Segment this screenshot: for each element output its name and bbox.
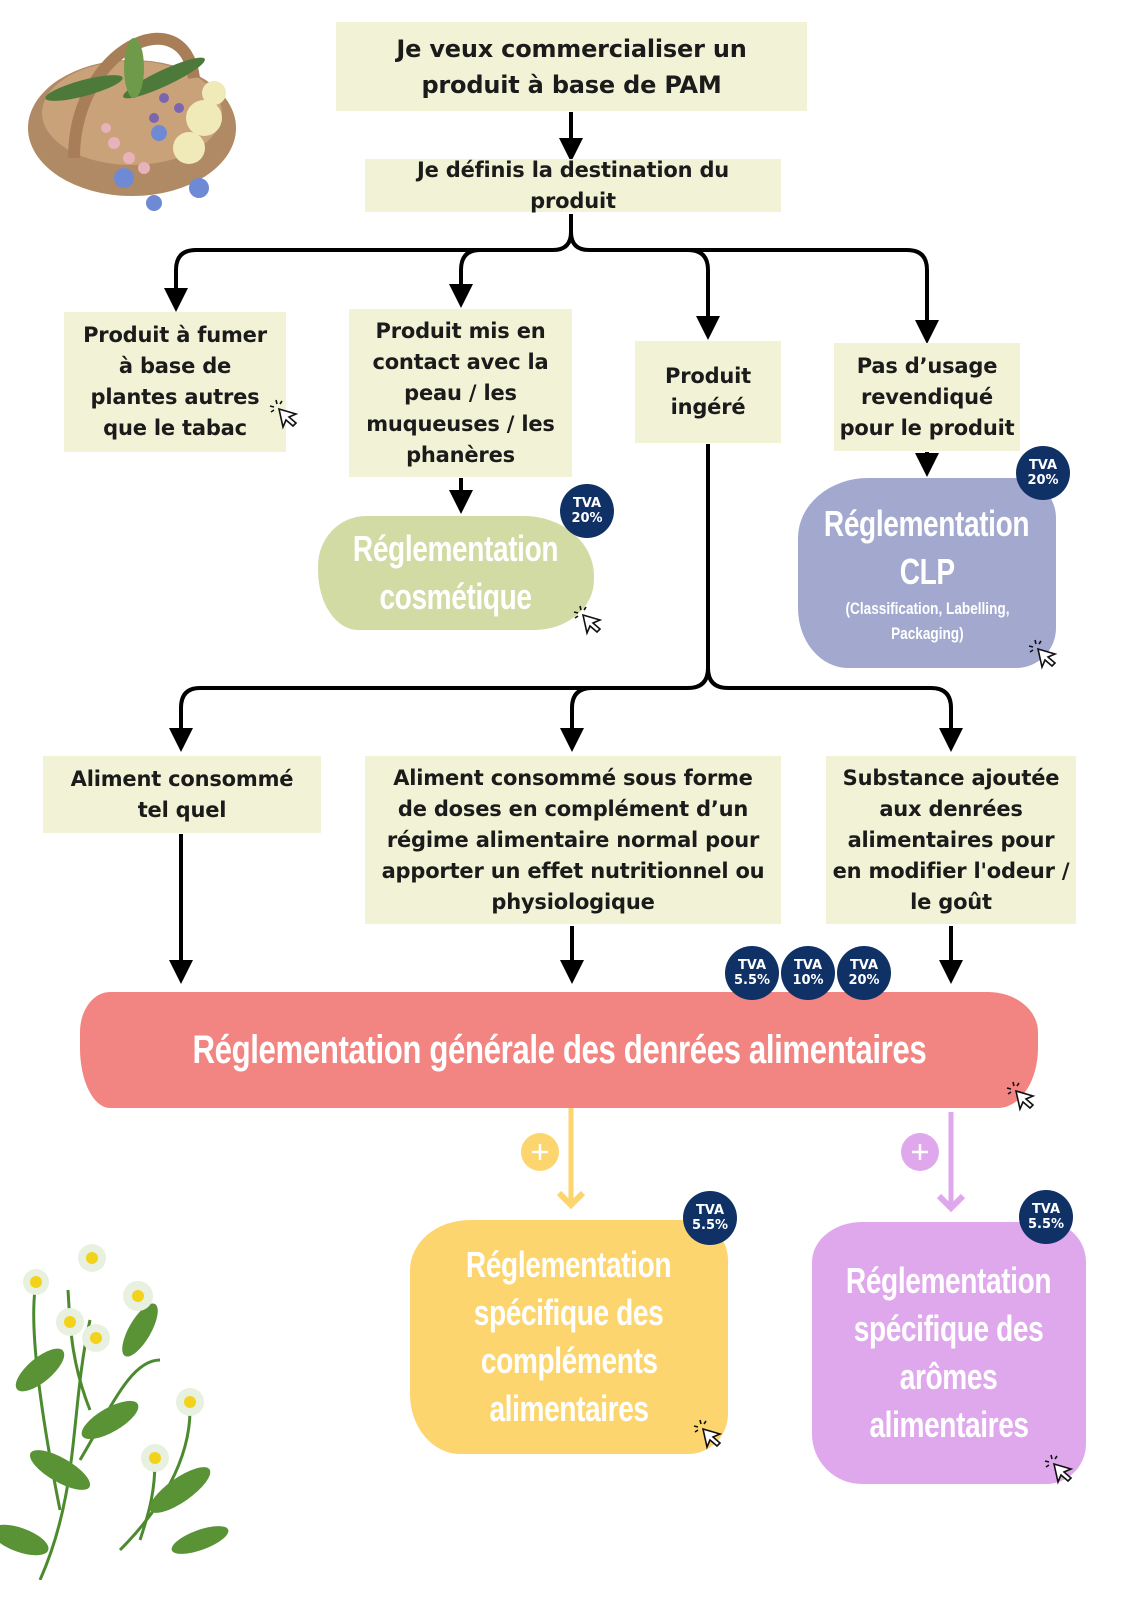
tva-label: TVA — [737, 958, 767, 973]
plus-icon-aromes — [901, 1133, 939, 1171]
regulation-clp-sub1: (Classification, Labelling, — [844, 599, 1009, 618]
branch-to-aucun — [688, 248, 939, 344]
branch-to-ingere — [569, 231, 720, 340]
click-cursor-icon[interactable] — [1043, 1453, 1077, 1487]
tva-badge-generale-20: TVA 20% — [837, 946, 891, 1000]
chamomile-illustration — [0, 1244, 229, 1580]
tva-label: TVA — [793, 958, 823, 973]
click-cursor-icon[interactable] — [1005, 1080, 1039, 1114]
tva-label: TVA — [1031, 1202, 1061, 1217]
destination-aucun: Pas d’usage revendiqué pour le produit — [834, 343, 1020, 451]
tva-rate: 5.5% — [733, 973, 771, 988]
regulation-generale[interactable]: Réglementation générale des denrées alim… — [80, 992, 1038, 1108]
regulation-clp[interactable]: Réglementation CLP (Classification, Labe… — [798, 478, 1056, 668]
regulation-complements[interactable]: Réglementation spécifique des complément… — [410, 1220, 728, 1454]
branch-to-arome — [706, 667, 963, 752]
tva-label: TVA — [1028, 458, 1058, 473]
tva-rate: 5.5% — [691, 1218, 729, 1233]
ingere-trunk — [169, 444, 710, 752]
click-cursor-icon[interactable] — [1027, 638, 1061, 672]
tva-rate: 20% — [1027, 473, 1059, 488]
branch-to-fumer — [164, 248, 553, 312]
regulation-clp-line1: Réglementation — [824, 503, 1030, 544]
regulation-clp-sub2: Packaging) — [890, 624, 964, 643]
start-box: Je veux commercialiser un produit à base… — [336, 22, 807, 111]
regulation-complements-line2: spécifique des — [474, 1292, 664, 1333]
regulation-aromes[interactable]: Réglementation spécifique des arômes ali… — [812, 1222, 1086, 1484]
tva-badge-cosmetique: TVA 20% — [560, 484, 614, 538]
click-cursor-icon[interactable] — [268, 398, 302, 432]
regulation-cosmetique-line2: cosmétique — [379, 576, 533, 617]
tva-label: TVA — [695, 1203, 725, 1218]
destination-ingere: Produit ingéré — [635, 341, 781, 443]
regulation-aromes-line2: spécifique des — [854, 1308, 1044, 1349]
tva-badge-clp: TVA 20% — [1016, 446, 1070, 500]
tva-rate: 20% — [848, 973, 880, 988]
regulation-clp-line2: CLP — [899, 551, 955, 592]
destination-box: Je définis la destination du produit — [365, 158, 781, 213]
regulation-complements-line4: alimentaires — [489, 1388, 649, 1429]
regulation-cosmetique[interactable]: Réglementation cosmétique — [318, 516, 594, 630]
herb-basket-illustration — [28, 32, 236, 211]
tva-badge-generale-5-5: TVA 5.5% — [725, 946, 779, 1000]
branch-to-peau — [449, 248, 481, 308]
tva-rate: 5.5% — [1027, 1217, 1065, 1232]
regulation-complements-line1: Réglementation — [466, 1244, 672, 1285]
destination-peau: Produit mis en contact avec la peau / le… — [349, 309, 572, 477]
ingested-arome: Substance ajoutée aux denrées alimentair… — [826, 756, 1076, 924]
tva-badge-aromes: TVA 5.5% — [1019, 1190, 1073, 1244]
tva-badge-generale-10: TVA 10% — [781, 946, 835, 1000]
branch-trunk — [552, 214, 573, 252]
regulation-complements-line3: compléments — [480, 1340, 658, 1381]
regulation-aromes-line4: alimentaires — [869, 1404, 1029, 1445]
plus-icon-complements — [521, 1133, 559, 1171]
click-cursor-icon[interactable] — [692, 1418, 726, 1452]
regulation-generale-label: Réglementation générale des denrées alim… — [192, 1028, 926, 1072]
tva-rate: 20% — [571, 511, 603, 526]
regulation-aromes-line3: arômes — [900, 1356, 998, 1397]
ingested-complement: Aliment consommé sous forme de doses en … — [365, 756, 781, 924]
ingested-tel-quel: Aliment consommé tel quel — [43, 756, 321, 833]
tva-rate: 10% — [792, 973, 824, 988]
destination-fumer[interactable]: Produit à fumer à base de plantes autres… — [64, 312, 286, 452]
regulation-aromes-line1: Réglementation — [846, 1260, 1052, 1301]
tva-label: TVA — [572, 496, 602, 511]
branch-to-complement — [560, 686, 593, 752]
click-cursor-icon[interactable] — [572, 604, 606, 638]
regulation-cosmetique-line1: Réglementation — [353, 528, 559, 569]
tva-label: TVA — [849, 958, 879, 973]
tva-badge-complements: TVA 5.5% — [683, 1191, 737, 1245]
